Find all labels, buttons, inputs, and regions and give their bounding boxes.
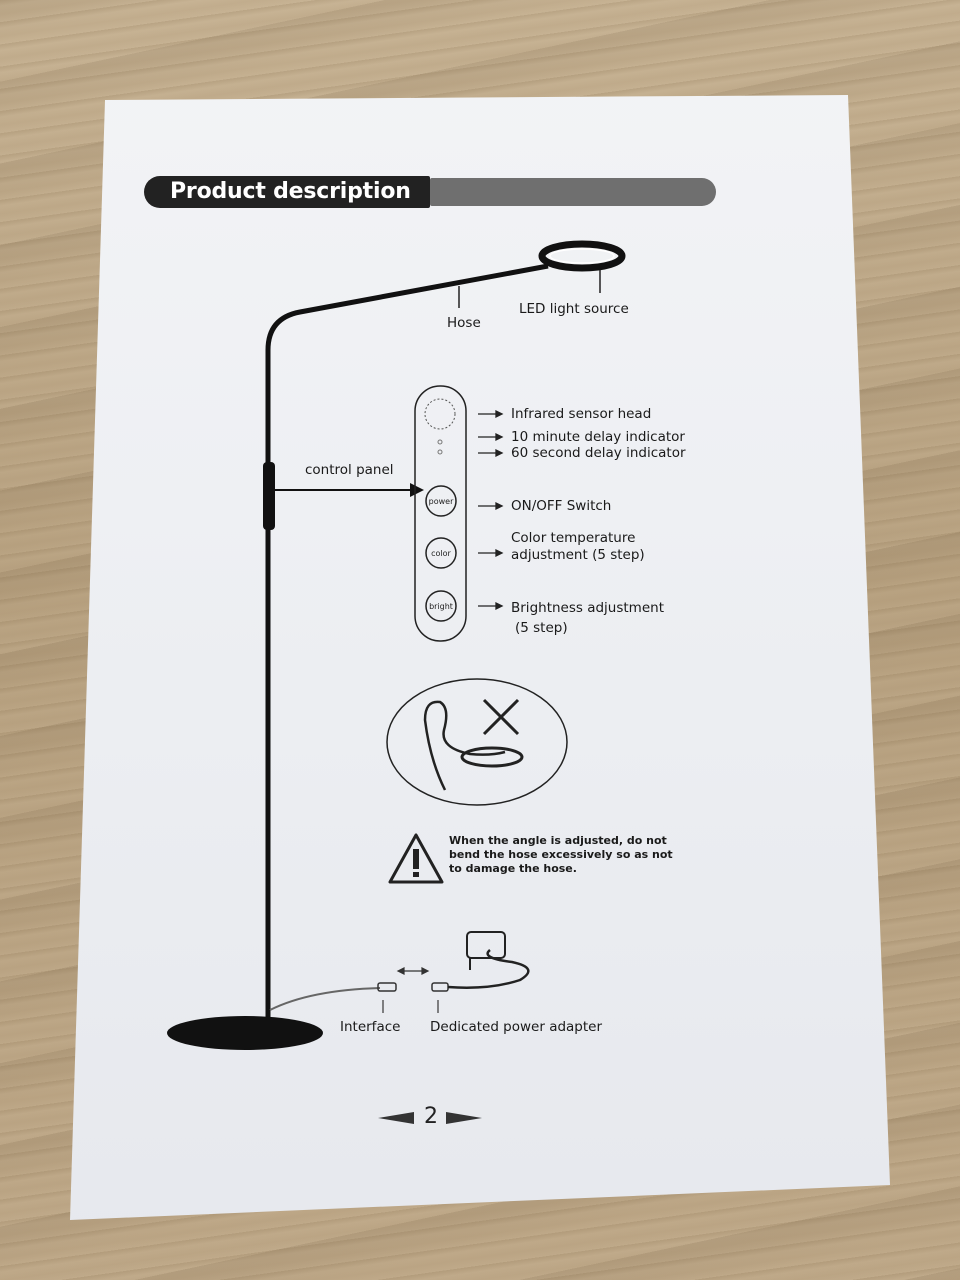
lamp-pole xyxy=(265,263,549,1018)
onoff-switch-label: ON/OFF Switch xyxy=(511,498,612,514)
lamp-cable xyxy=(269,987,381,1011)
bend-warning-oval xyxy=(386,678,568,806)
page-arrow-left xyxy=(378,1112,414,1124)
page-number: 2 xyxy=(424,1104,438,1129)
lamp-base xyxy=(167,1016,323,1050)
section-title-bar xyxy=(430,178,716,206)
hose-label: Hose xyxy=(447,315,481,331)
color-temp-label-2: adjustment (5 step) xyxy=(511,547,645,563)
power-button xyxy=(425,485,457,517)
led-ring-outer xyxy=(538,240,626,272)
bright-button-label: bright xyxy=(429,602,453,611)
panel-callout-arrows xyxy=(478,409,504,611)
warning-text: When the angle is adjusted, do not bend … xyxy=(449,834,673,875)
brightness-label-1: Brightness adjustment xyxy=(511,600,664,616)
section-title: Product description xyxy=(144,176,430,208)
infrared-sensor-icon xyxy=(424,398,456,430)
led-light-source-label: LED light source xyxy=(519,301,629,317)
adapter-cable xyxy=(447,949,530,989)
pole-control-sleeve xyxy=(263,462,275,530)
interface-plug-icon xyxy=(377,982,397,992)
delay10-indicator-icon xyxy=(437,439,443,445)
power-adapter-icon xyxy=(466,931,506,959)
delay10-label: 10 minute delay indicator xyxy=(511,429,685,445)
power-button-label: power xyxy=(429,497,454,506)
bent-hose-sketch xyxy=(423,700,506,791)
delay60-label: 60 second delay indicator xyxy=(511,445,686,461)
delay60-indicator-icon xyxy=(437,449,443,455)
control-panel-label: control panel xyxy=(305,462,394,478)
led-ring-inner xyxy=(549,248,615,264)
color-button-label: color xyxy=(431,549,451,558)
color-button xyxy=(425,537,457,569)
adapter-plug-icon xyxy=(431,982,449,992)
bent-ring-sketch xyxy=(460,746,524,768)
interface-label: Interface xyxy=(340,1019,401,1035)
color-temp-label-1: Color temperature xyxy=(511,530,636,546)
control-panel xyxy=(414,385,467,642)
brightness-label-2: (5 step) xyxy=(515,620,568,636)
cross-mark-icon xyxy=(482,698,520,736)
page-arrow-right xyxy=(446,1112,482,1124)
infrared-sensor-label: Infrared sensor head xyxy=(511,406,652,422)
connect-arrow xyxy=(396,967,430,975)
bright-button xyxy=(425,590,457,622)
warning-icon xyxy=(388,833,444,884)
power-adapter-label: Dedicated power adapter xyxy=(430,1019,603,1035)
